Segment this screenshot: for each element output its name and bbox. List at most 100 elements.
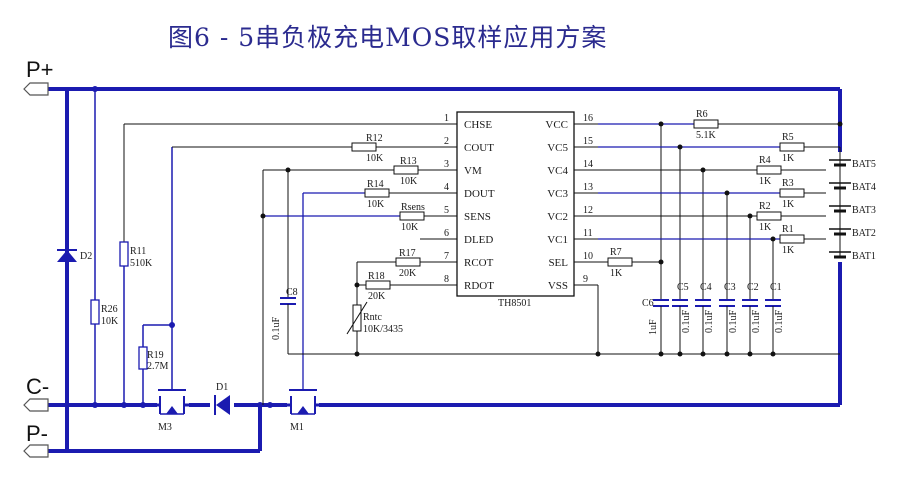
rsens-val: 10K [401,222,419,233]
ic-left-pin-name: DLED [464,234,493,246]
r12-val: 10K [366,153,384,164]
r1-ref: R1 [782,224,794,235]
battery-label: BAT5 [852,159,876,170]
r12-ref: R12 [366,133,383,144]
c1-val: 0.1uF [774,310,785,334]
ic-right-pin-name: VC5 [547,142,568,154]
thermistor-rntc: Rntc 10K/3435 [346,301,403,335]
battery-label: BAT4 [852,182,876,193]
diode-d1: D1 [210,382,234,416]
r3-ref: R3 [782,178,794,189]
capacitor-c6: C6 1uF [642,298,669,335]
ic-left-pin-number: 3 [444,159,449,170]
ic-left-pin-name: VM [464,165,482,177]
resistor-r19: R19 2.7M [138,325,169,408]
resistor-r6: R6 5.1K [693,109,719,141]
ic-right-pin-number: 11 [583,228,593,239]
r11-val: 510K [130,258,153,269]
resistor-r1: R1 1K [779,224,805,256]
terminal-p-minus: P- [23,421,49,458]
rntc-val: 10K/3435 [363,324,403,335]
c8-ref: C8 [286,287,298,298]
c6-val: 1uF [648,319,659,335]
ic-right-pin-name: VC1 [547,234,568,246]
r14-ref: R14 [367,179,384,190]
capacitor-c4: C4 0.1uF [695,282,715,333]
c6-ref: C6 [642,298,654,309]
ic-right-pin-name: VC4 [547,165,568,177]
c1-ref: C1 [770,282,782,293]
r19-val: 2.7M [147,361,169,372]
mosfet-m3: M3 [150,389,200,433]
terminal-c-minus: C- [23,374,49,412]
c3-val: 0.1uF [728,310,739,334]
ic-left-pin-name: RDOT [464,280,494,292]
d2-ref: D2 [80,251,92,262]
r1-val: 1K [782,245,795,256]
r6-ref: R6 [696,109,708,120]
m1-ref: M1 [290,422,304,433]
ic-right-pin-name: VCC [545,119,568,131]
ic-th8501: TH8501 [456,111,575,309]
r18-ref: R18 [368,271,385,282]
rntc-ref: Rntc [363,312,382,323]
ic-right-pin-number: 9 [583,274,588,285]
r13-ref: R13 [400,156,417,167]
c2-val: 0.1uF [751,310,762,334]
ic-left-pin-number: 7 [444,251,449,262]
r17-val: 20K [399,268,417,279]
r13-val: 10K [400,176,418,187]
resistor-r18: R18 20K [365,271,391,302]
rsens-ref: Rsens [401,202,425,213]
ic-left-pin-number: 4 [444,182,449,193]
r5-ref: R5 [782,132,794,143]
r2-ref: R2 [759,201,771,212]
ic-right-pin-number: 14 [583,159,593,170]
resistor-r5: R5 1K [779,132,805,164]
battery-stack [826,147,854,262]
c5-val: 0.1uF [681,310,692,334]
battery-label: BAT3 [852,205,876,216]
resistor-rsens: Rsens 10K [399,202,425,233]
m3-ref: M3 [158,422,172,433]
ic-left-pin-name: SENS [464,211,491,223]
ic-left-pin-number: 1 [444,113,449,124]
resistor-r11: R11 510K [119,124,153,408]
r17-ref: R17 [399,248,416,259]
ic-pins: 1CHSE2COUT3VM4DOUT5SENS6DLED7RCOT8RDOT16… [434,113,598,292]
ic-left-pin-number: 8 [444,274,449,285]
ic-right-pin-number: 13 [583,182,593,193]
terminal-p-plus: P+ [23,57,54,96]
ic-right-pin-number: 12 [583,205,593,216]
capacitor-c8: C8 0.1uF [271,287,298,340]
resistor-r17: R17 20K [395,248,421,279]
c8-val: 0.1uF [271,317,282,341]
battery-label: BAT2 [852,228,876,239]
ic-right-pin-number: 16 [583,113,593,124]
c3-ref: C3 [724,282,736,293]
resistor-r4: R4 1K [756,155,782,187]
mosfet-m1: M1 [278,389,330,433]
r4-ref: R4 [759,155,771,166]
capacitor-c3: C3 0.1uF [719,282,739,333]
ic-left-pin-name: DOUT [464,188,495,200]
net-label-c-minus: C- [26,374,49,399]
net-label-p-plus: P+ [26,57,54,82]
r3-val: 1K [782,199,795,210]
r7-val: 1K [610,268,623,279]
ic-left-pin-name: COUT [464,142,494,154]
r11-ref: R11 [130,246,146,257]
ic-right-pin-name: VC3 [547,188,568,200]
r4-val: 1K [759,176,772,187]
capacitor-c5: C5 0.1uF [672,282,692,333]
r18-val: 20K [368,291,386,302]
diagram-title: 图6 - 5串负极充电MOS取样应用方案 [168,23,608,52]
capacitor-c2: C2 0.1uF [742,282,762,333]
ic-left-pin-name: RCOT [464,257,494,269]
resistor-r12: R12 10K [351,133,384,164]
c5-ref: C5 [677,282,689,293]
ic-right-pin-name: VSS [548,280,568,292]
ic-left-pin-number: 2 [444,136,449,147]
ic-right-pin-name: VC2 [547,211,568,223]
